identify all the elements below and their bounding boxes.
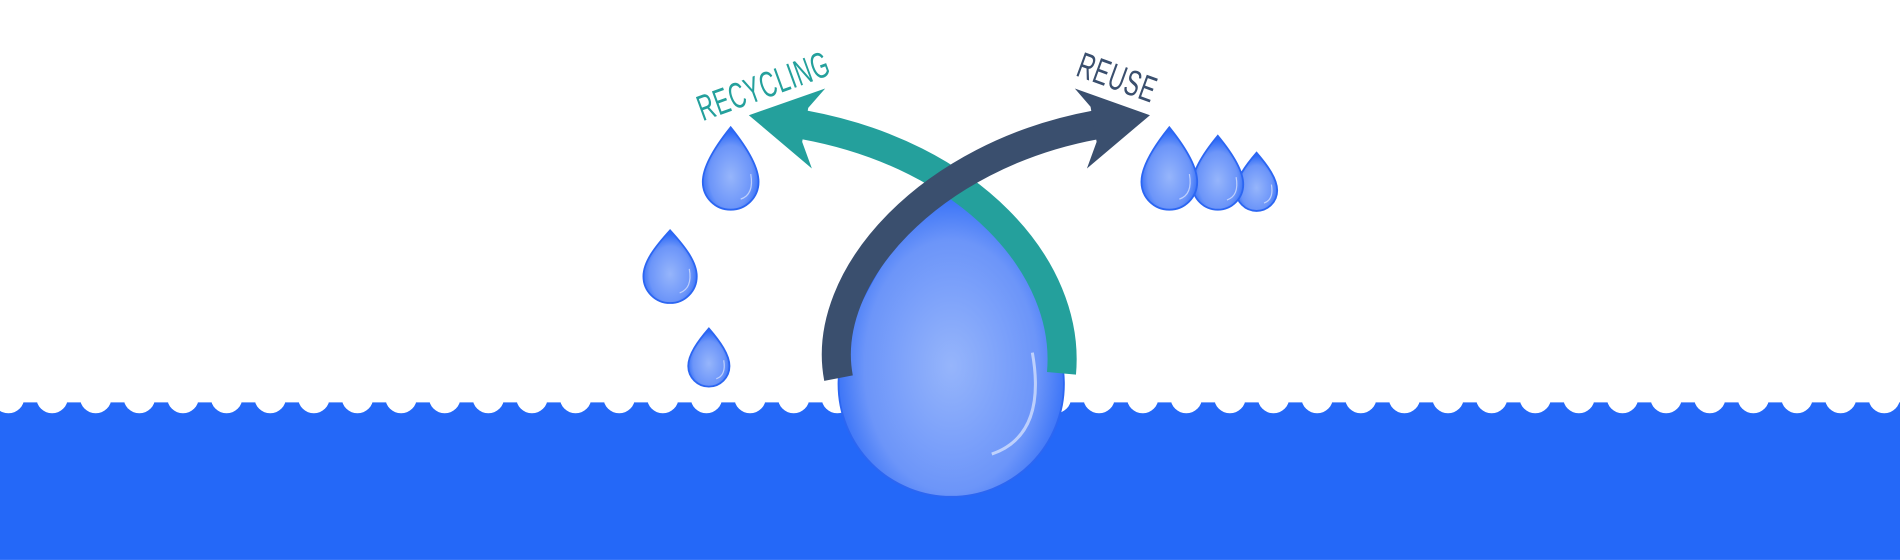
drop-highlight	[1179, 173, 1191, 200]
wave-crest	[1345, 381, 1377, 414]
wave-crest	[210, 381, 243, 414]
wave-crest	[1694, 381, 1726, 414]
wave-crest	[298, 381, 330, 414]
drop-highlight	[679, 268, 691, 294]
wave-crest	[1563, 381, 1595, 414]
wave-crest	[559, 381, 592, 414]
wave-crest	[1519, 381, 1552, 414]
wave-crest	[1868, 381, 1900, 414]
wave-crest	[1475, 381, 1508, 414]
wave-crest	[690, 381, 723, 414]
recycling-drop	[642, 228, 698, 304]
wave-crest	[1650, 381, 1682, 414]
reuse-drop	[1140, 125, 1199, 211]
reuse-arrow-body	[821, 110, 1099, 381]
wave-crest	[1126, 381, 1159, 414]
wave-crest	[1606, 381, 1639, 414]
recycling-arrow-body	[801, 110, 1077, 375]
wave-crest	[254, 381, 286, 414]
wave-crest	[1257, 381, 1290, 414]
wave-crest	[1301, 381, 1333, 414]
recycling-drop	[701, 125, 760, 211]
recycling-arrowhead	[748, 88, 826, 169]
wave-crest	[777, 381, 810, 414]
wave-crest	[36, 381, 68, 414]
wave-crest	[1214, 381, 1246, 414]
wave-crest	[603, 381, 635, 414]
reuse-label: REUSE	[1072, 46, 1162, 111]
wave-crest	[1170, 381, 1203, 414]
wave-crest	[1388, 381, 1421, 414]
wave-crest	[1083, 381, 1115, 414]
drop-highlight	[1226, 177, 1238, 201]
drop-highlight	[716, 360, 725, 380]
reuse-arrowhead	[1074, 88, 1150, 169]
arrows-group	[748, 88, 1150, 381]
wave-crest	[79, 381, 112, 414]
wave-crest	[1737, 381, 1770, 414]
wave-crest	[1824, 381, 1857, 414]
wave-crest	[428, 381, 461, 414]
reuse-drop	[1191, 134, 1245, 211]
wave-crest	[516, 381, 548, 414]
wave-crest	[341, 381, 374, 414]
main-drop	[837, 168, 1065, 498]
wave-crest	[734, 381, 766, 414]
wave-crest	[167, 381, 199, 414]
wave-crest	[0, 381, 25, 414]
drop-highlight	[1263, 184, 1273, 204]
drop-highlight	[991, 352, 1037, 456]
wave-crest	[385, 381, 417, 414]
recycling-drop	[687, 327, 731, 388]
wave-crest	[647, 381, 679, 414]
drop-highlight	[740, 173, 753, 200]
wave-crest	[472, 381, 505, 414]
wave-crest	[1781, 381, 1813, 414]
wave-crest	[123, 381, 156, 414]
wave-crest	[1432, 381, 1464, 414]
